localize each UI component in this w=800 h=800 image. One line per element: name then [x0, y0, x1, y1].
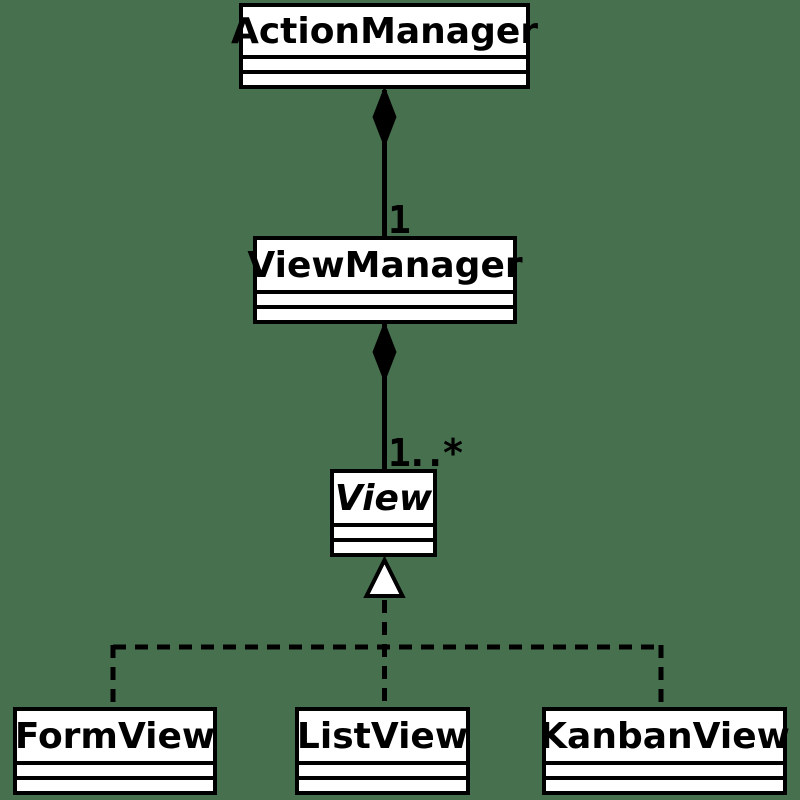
class-box-formview[interactable]: FormView: [13, 707, 217, 795]
composition-diamond-viewmanager: [372, 321, 397, 383]
operations-compartment: [299, 776, 466, 791]
class-box-kanbanview[interactable]: KanbanView: [539, 707, 790, 795]
class-name-actionmanager: ActionManager: [230, 10, 539, 52]
attributes-compartment: [299, 761, 466, 776]
realization-triangle-view: [363, 555, 406, 598]
class-name-formview: FormView: [14, 715, 216, 757]
attributes-compartment: [257, 290, 513, 305]
class-name-view: View: [334, 477, 433, 519]
attributes-compartment: [546, 761, 783, 776]
operations-compartment: [546, 776, 783, 791]
operations-compartment: [243, 70, 526, 85]
multiplicity-label-1-star: 1..*: [388, 431, 464, 475]
class-box-view[interactable]: View: [330, 469, 437, 557]
class-box-viewmanager[interactable]: ViewManager: [247, 236, 523, 324]
class-box-listview[interactable]: ListView: [295, 707, 470, 795]
composition-diamond-actionmanager: [372, 86, 397, 148]
class-name-viewmanager: ViewManager: [247, 244, 523, 286]
class-name-kanbanview: KanbanView: [539, 715, 790, 757]
class-box-actionmanager[interactable]: ActionManager: [230, 3, 539, 89]
multiplicity-label-1: 1: [388, 198, 411, 242]
attributes-compartment: [243, 55, 526, 70]
operations-compartment: [334, 538, 433, 553]
operations-compartment: [17, 776, 213, 791]
operations-compartment: [257, 305, 513, 320]
attributes-compartment: [17, 761, 213, 776]
class-name-listview: ListView: [296, 715, 469, 757]
attributes-compartment: [334, 523, 433, 538]
